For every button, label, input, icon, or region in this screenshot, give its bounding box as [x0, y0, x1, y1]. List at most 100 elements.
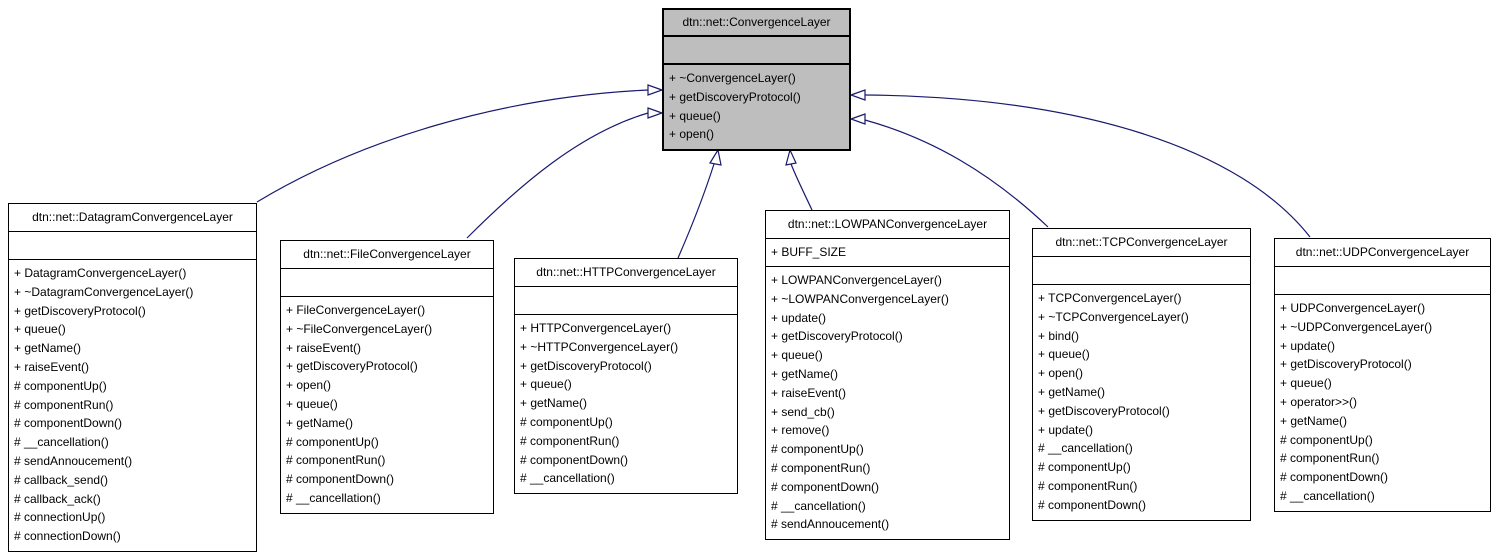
class-attributes [515, 287, 737, 315]
method-row: # componentDown() [520, 452, 629, 467]
method-row: # __cancellation() [771, 498, 866, 513]
method-row: + getName() [1038, 384, 1106, 399]
class-methods: + TCPConvergenceLayer()+ ~TCPConvergence… [1033, 285, 1250, 520]
method-row: # __cancellation() [14, 435, 109, 450]
class-methods: + ~ConvergenceLayer() + getDiscoveryProto… [664, 65, 849, 149]
method-row: # componentUp() [1280, 432, 1373, 447]
method-row: # sendAnnoucement() [14, 453, 133, 468]
method-row: + queue() [286, 396, 338, 411]
edge-lowpan-to-convergencelayer [790, 163, 813, 211]
method-row: # componentRun() [14, 397, 114, 412]
method-row: # __cancellation() [286, 490, 381, 505]
class-methods: + DatagramConvergenceLayer()+ ~DatagramC… [9, 260, 256, 551]
method-row: # componentDown() [1038, 497, 1147, 512]
arrowhead-file [647, 107, 664, 119]
method-row: + queue() [14, 322, 66, 337]
method-row: + ~ConvergenceLayer() [669, 71, 796, 85]
method-row: # componentUp() [520, 414, 613, 429]
method-row: + send_cb() [771, 404, 835, 419]
method-row: + update() [1038, 422, 1094, 437]
class-box-datagram-convergence-layer[interactable]: dtn::net::DatagramConvergenceLayer + Dat… [8, 203, 257, 552]
method-row: + ~DatagramConvergenceLayer() [14, 284, 194, 299]
method-row: # componentRun() [1280, 451, 1380, 466]
class-box-udp-convergence-layer[interactable]: dtn::net::UDPConvergenceLayer + UDPConve… [1274, 238, 1491, 512]
method-row: + queue() [669, 108, 721, 123]
method-row: + TCPConvergenceLayer() [1038, 291, 1182, 305]
class-attributes [664, 37, 849, 65]
method-row: # componentUp() [14, 378, 107, 393]
method-row: + queue() [1280, 376, 1332, 391]
method-row: + FileConvergenceLayer() [286, 303, 426, 317]
class-methods: + FileConvergenceLayer() + ~FileConvergen… [281, 297, 493, 513]
method-row: + ~FileConvergenceLayer() [286, 321, 433, 336]
method-row: # componentRun() [520, 433, 620, 448]
method-row: + open() [1038, 366, 1084, 381]
method-row: + operator>>() [1280, 394, 1358, 409]
method-row: # connectionDown() [14, 529, 121, 544]
method-row: # sendAnnoucement() [771, 517, 890, 532]
class-box-lowpan-convergence-layer[interactable]: dtn::net::LOWPANConvergenceLayer + BUFF_… [765, 210, 1010, 541]
method-row: + getDiscoveryProtocol() [14, 303, 146, 318]
method-row: + queue() [771, 348, 823, 363]
method-row: + open() [286, 378, 332, 393]
method-row: + getDiscoveryProtocol() [1038, 403, 1170, 418]
method-row: + getName() [1280, 413, 1348, 428]
method-row: + getName() [771, 366, 839, 381]
method-row: + ~UDPConvergenceLayer() [1280, 319, 1433, 334]
method-row: + update() [771, 310, 827, 325]
method-row: + ~LOWPANConvergenceLayer() [771, 291, 949, 306]
arrowhead-lowpan [785, 148, 797, 166]
method-row: + LOWPANConvergenceLayer() [771, 273, 942, 287]
method-row: + getDiscoveryProtocol() [1280, 357, 1412, 372]
class-attributes: + BUFF_SIZE [766, 239, 1009, 267]
method-row: + update() [1280, 338, 1336, 353]
method-row: # componentUp() [771, 442, 864, 457]
edge-file-to-convergencelayer [466, 112, 649, 239]
class-methods: + HTTPConvergenceLayer() + ~HTTPConvergen… [515, 315, 737, 493]
class-box-convergence-layer[interactable]: dtn::net::ConvergenceLayer + ~Convergenc… [662, 8, 851, 152]
edge-tcp-to-convergencelayer [864, 119, 1049, 228]
method-row: + getDiscoveryProtocol() [669, 89, 801, 104]
method-row: + bind() [1038, 328, 1080, 343]
edge-http-to-convergencelayer [677, 163, 715, 259]
method-row: + ~HTTPConvergenceLayer() [520, 339, 679, 354]
method-row: # componentRun() [1038, 478, 1138, 493]
class-title: dtn::net::HTTPConvergenceLayer [515, 259, 737, 287]
method-row: + HTTPConvergenceLayer() [520, 321, 672, 335]
edge-datagram-to-convergencelayer [256, 89, 649, 203]
method-row: + queue() [520, 377, 572, 392]
class-box-tcp-convergence-layer[interactable]: dtn::net::TCPConvergenceLayer + TCPConve… [1032, 228, 1251, 521]
method-row: # componentDown() [14, 416, 123, 431]
class-title: dtn::net::UDPConvergenceLayer [1275, 239, 1490, 267]
method-row: # __cancellation() [520, 471, 615, 486]
edge-udp-to-convergencelayer [864, 94, 1311, 238]
method-row: # componentUp() [1038, 460, 1131, 475]
class-title: dtn::net::LOWPANConvergenceLayer [766, 211, 1009, 239]
class-attributes [9, 232, 256, 260]
method-row: # componentRun() [771, 460, 871, 475]
method-row: + getDiscoveryProtocol() [286, 359, 418, 374]
method-row: # callback_ack() [14, 491, 101, 506]
method-row: # __cancellation() [1280, 488, 1375, 503]
arrowhead-udp [849, 89, 866, 101]
method-row: + getDiscoveryProtocol() [520, 358, 652, 373]
class-title: dtn::net::DatagramConvergenceLayer [9, 204, 256, 232]
method-row: + open() [669, 127, 715, 142]
method-row: + getName() [14, 341, 82, 356]
method-row: # componentDown() [771, 479, 880, 494]
class-attributes [281, 269, 493, 297]
method-row: + raiseEvent() [14, 359, 90, 374]
method-row: + raiseEvent() [286, 340, 362, 355]
method-row: # callback_send() [14, 472, 109, 487]
class-methods: + LOWPANConvergenceLayer() + ~LOWPANConve… [766, 267, 1009, 539]
method-row: # __cancellation() [1038, 441, 1133, 456]
method-row: + UDPConvergenceLayer() [1280, 301, 1426, 315]
class-box-http-convergence-layer[interactable]: dtn::net::HTTPConvergenceLayer + HTTPCon… [514, 258, 738, 495]
method-row: + getName() [286, 415, 354, 430]
method-row: # componentDown() [286, 472, 395, 487]
class-box-file-convergence-layer[interactable]: dtn::net::FileConvergenceLayer + FileCon… [280, 240, 494, 514]
class-attributes [1033, 257, 1250, 285]
method-row: # componentUp() [286, 434, 379, 449]
class-title: dtn::net::TCPConvergenceLayer [1033, 229, 1250, 257]
